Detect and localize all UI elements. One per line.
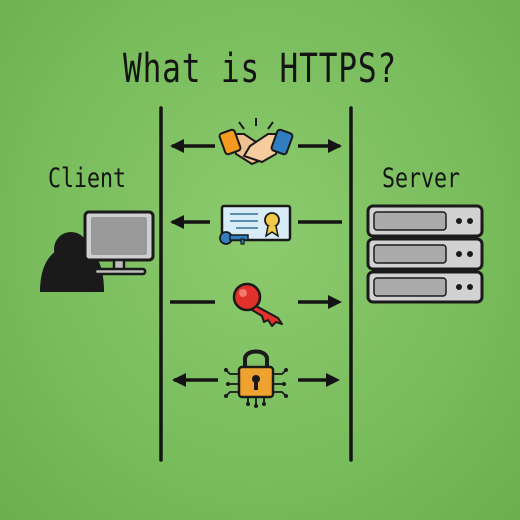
step-certificate xyxy=(170,204,342,245)
red-key-icon xyxy=(232,282,283,327)
step-encrypted xyxy=(172,349,340,408)
server-unit xyxy=(366,270,484,304)
step-handshake xyxy=(170,118,342,166)
arrow-to-server xyxy=(298,139,342,153)
arrow-to-server xyxy=(298,295,342,309)
client-label: Client xyxy=(48,163,127,194)
padlock-icon xyxy=(224,349,288,408)
server-unit xyxy=(366,237,484,271)
certificate-key-icon xyxy=(219,231,249,245)
arrow-to-client xyxy=(172,373,218,387)
arrow-to-client xyxy=(170,139,215,153)
step-private-key xyxy=(170,282,342,327)
server-rack-icon xyxy=(366,204,484,304)
server-label: Server xyxy=(382,163,461,194)
arrow-to-server xyxy=(298,373,340,387)
handshake-icon xyxy=(218,118,294,166)
server-unit xyxy=(366,204,484,238)
arrow-to-client xyxy=(170,215,210,229)
diagram-title: What is HTTPS? xyxy=(123,46,397,92)
certificate-icon xyxy=(219,204,292,245)
monitor-icon xyxy=(83,210,155,276)
